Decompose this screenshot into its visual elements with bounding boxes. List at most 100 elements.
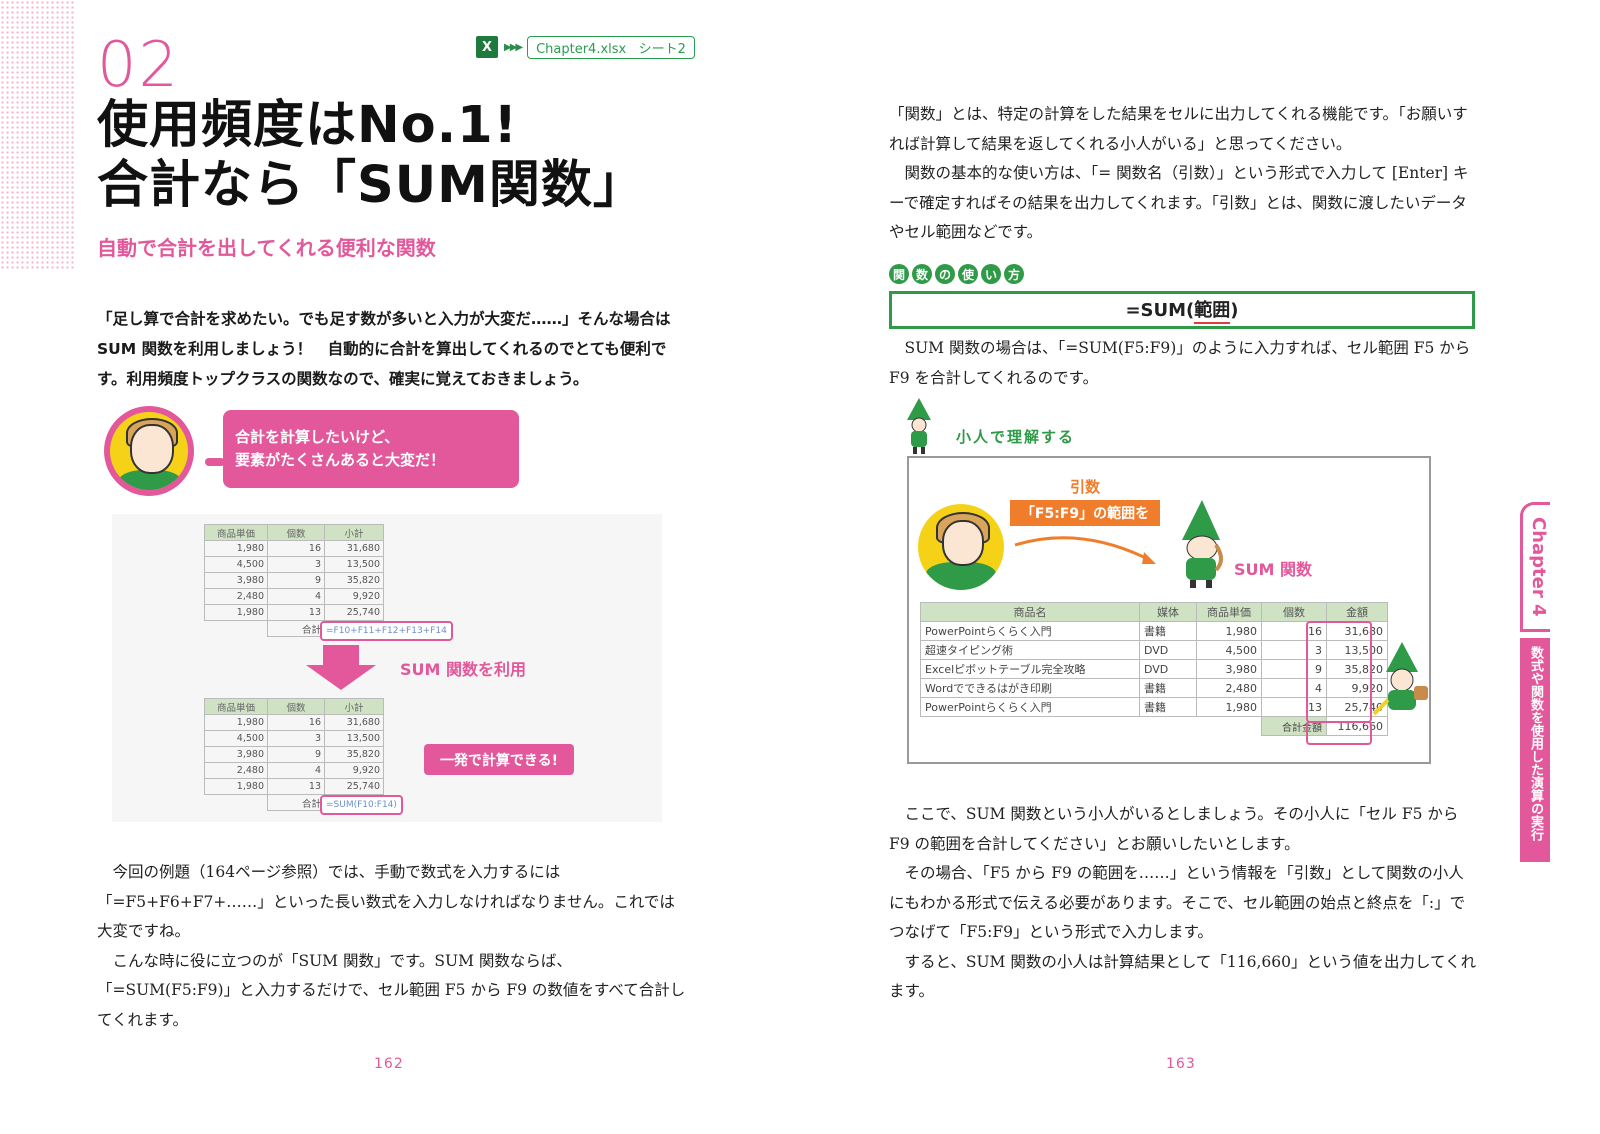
- usage-suffix: ): [1230, 299, 1239, 321]
- file-reference: X ▶▶▶ Chapter4.xlsx シート2: [476, 35, 695, 59]
- table-cell: 4: [267, 762, 325, 779]
- formula-after: =SUM(F10:F14): [320, 795, 403, 815]
- table-cell: DVD: [1139, 659, 1197, 679]
- side-chapter-label: Chapter 4: [1528, 517, 1549, 617]
- table-cell: 3,980: [204, 572, 268, 589]
- table-cell: 書籍: [1139, 621, 1197, 641]
- character-avatar: [918, 504, 1004, 590]
- down-arrow-icon: [306, 645, 376, 690]
- table-cell: 13: [267, 778, 325, 795]
- right-intro-text: 「関数」とは、特定の計算をした結果をセルに出力してくれる機能です。「お願いすれば…: [889, 100, 1479, 248]
- range-tag: 「F5:F9」の範囲を: [1010, 500, 1160, 526]
- table-cell: PowerPointらくらく入門: [920, 697, 1140, 717]
- gnome-icon: [1182, 500, 1223, 588]
- table-cell: 1,980: [1196, 697, 1262, 717]
- page-number-left: 162: [374, 1056, 404, 1072]
- speech-line-1: 合計を計算したいけど、: [235, 428, 400, 446]
- table-cell: 16: [267, 714, 325, 731]
- table-cell: 2,480: [204, 588, 268, 605]
- table-cell: Wordでできるはがき印刷: [920, 678, 1140, 698]
- character-avatar: [104, 406, 194, 496]
- table-cell: 13,500: [324, 730, 384, 747]
- table-cell: 25,740: [324, 778, 384, 795]
- table-cell: 9,920: [1326, 678, 1388, 698]
- sheet-name: シート2: [638, 41, 686, 57]
- table-cell: 3,980: [1196, 659, 1262, 679]
- paragraph: 今回の例題（164ページ参照）では、手動で数式を入力するには「=F5+F6+F7…: [97, 863, 675, 940]
- usage-prefix: =SUM(: [1125, 299, 1195, 321]
- table-header: 金額: [1326, 602, 1388, 622]
- table-cell: 書籍: [1139, 697, 1197, 717]
- file-name: Chapter4.xlsx: [536, 41, 627, 57]
- table-cell: DVD: [1139, 640, 1197, 660]
- page-number-right: 163: [1166, 1056, 1196, 1072]
- table-cell: 16: [267, 540, 325, 557]
- table-cell: 2,480: [1196, 678, 1262, 698]
- sum-usage-label: SUM 関数を利用: [400, 660, 527, 679]
- table-cell: 3,980: [204, 746, 268, 763]
- total-label: 合計: [267, 620, 325, 637]
- table-cell: 9: [267, 572, 325, 589]
- table-cell: 31,680: [324, 714, 384, 731]
- mini-header: 商品単価: [204, 698, 268, 715]
- page-subtitle: 自動で合計を出してくれる便利な関数: [97, 236, 436, 260]
- table-cell: 4,500: [204, 730, 268, 747]
- table-cell: 1,980: [204, 778, 268, 795]
- paragraph: 「関数」とは、特定の計算をした結果をセルに出力してくれる機能です。「お願いすれば…: [889, 105, 1468, 153]
- usage-heading-char: 関: [889, 264, 909, 284]
- paragraph: こんな時に役に立つのが「SUM 関数」です。SUM 関数ならば、「=SUM(F5…: [97, 951, 686, 1029]
- arrow-icon: [1014, 536, 1156, 564]
- kobito-heading: 小人で理解する: [956, 428, 1076, 446]
- table-cell: 4: [267, 588, 325, 605]
- paragraph: その場合、「F5 から F9 の範囲を……」という情報を「引数」として関数の小人…: [889, 864, 1466, 941]
- table-cell: 2,480: [204, 762, 268, 779]
- table-cell: 超速タイピング術: [920, 640, 1140, 660]
- paragraph: すると、SUM 関数の小人は計算結果として「116,660」という値を出力してく…: [889, 952, 1477, 1001]
- table-cell: 25,740: [324, 604, 384, 621]
- kobito-explanation-text: ここで、SUM 関数という小人がいるとしましょう。その小人に「セル F5 から …: [889, 800, 1479, 1007]
- gnome-icon: [907, 398, 931, 454]
- chapter-side-tab: Chapter 4 数式や関数を使用した演算の実行: [1520, 502, 1550, 862]
- table-cell: PowerPointらくらく入門: [920, 621, 1140, 641]
- mini-header: 商品単価: [204, 524, 268, 541]
- table-cell: 3: [267, 556, 325, 573]
- table-header: 商品単価: [1196, 602, 1262, 622]
- gnome-icon: [1372, 642, 1428, 716]
- usage-heading-char: 方: [1004, 264, 1024, 284]
- table-cell: Excelピボットテーブル完全攻略: [920, 659, 1140, 679]
- table-cell: 4,500: [204, 556, 268, 573]
- file-label: Chapter4.xlsx シート2: [527, 35, 695, 59]
- table-cell: 9: [267, 746, 325, 763]
- usage-heading-char: の: [935, 264, 955, 284]
- mini-header: 小計: [324, 698, 384, 715]
- table-cell: 13,500: [324, 556, 384, 573]
- speech-bubble: 合計を計算したいけど、 要素がたくさんあると大変だ！: [223, 410, 519, 488]
- total-highlight: [1306, 721, 1372, 745]
- arrow-icon: ▶▶▶: [504, 41, 523, 53]
- page-title: 使用頻度はNo.1! 合計なら「SUM関数」: [97, 96, 645, 216]
- instant-calc-label: 一発で計算できる!: [424, 744, 574, 775]
- table-cell: 1,980: [1196, 621, 1262, 641]
- usage-heading-char: 使: [958, 264, 978, 284]
- left-body-text: 今回の例題（164ページ参照）では、手動で数式を入力するには「=F5+F6+F7…: [97, 858, 687, 1035]
- side-chapter-title: 数式や関数を使用した演算の実行: [1528, 646, 1543, 841]
- excel-icon: X: [476, 36, 498, 58]
- sum-function-label: SUM 関数: [1234, 560, 1313, 579]
- range-highlight: [1306, 621, 1372, 723]
- table-cell: 書籍: [1139, 678, 1197, 698]
- mini-header: 個数: [267, 698, 325, 715]
- section-number: 02: [97, 28, 180, 101]
- paragraph: SUM 関数の場合は、「=SUM(F5:F9)」のように入力すれば、セル範囲 F…: [889, 339, 1471, 387]
- formula-before: =F10+F11+F12+F13+F14: [320, 621, 453, 641]
